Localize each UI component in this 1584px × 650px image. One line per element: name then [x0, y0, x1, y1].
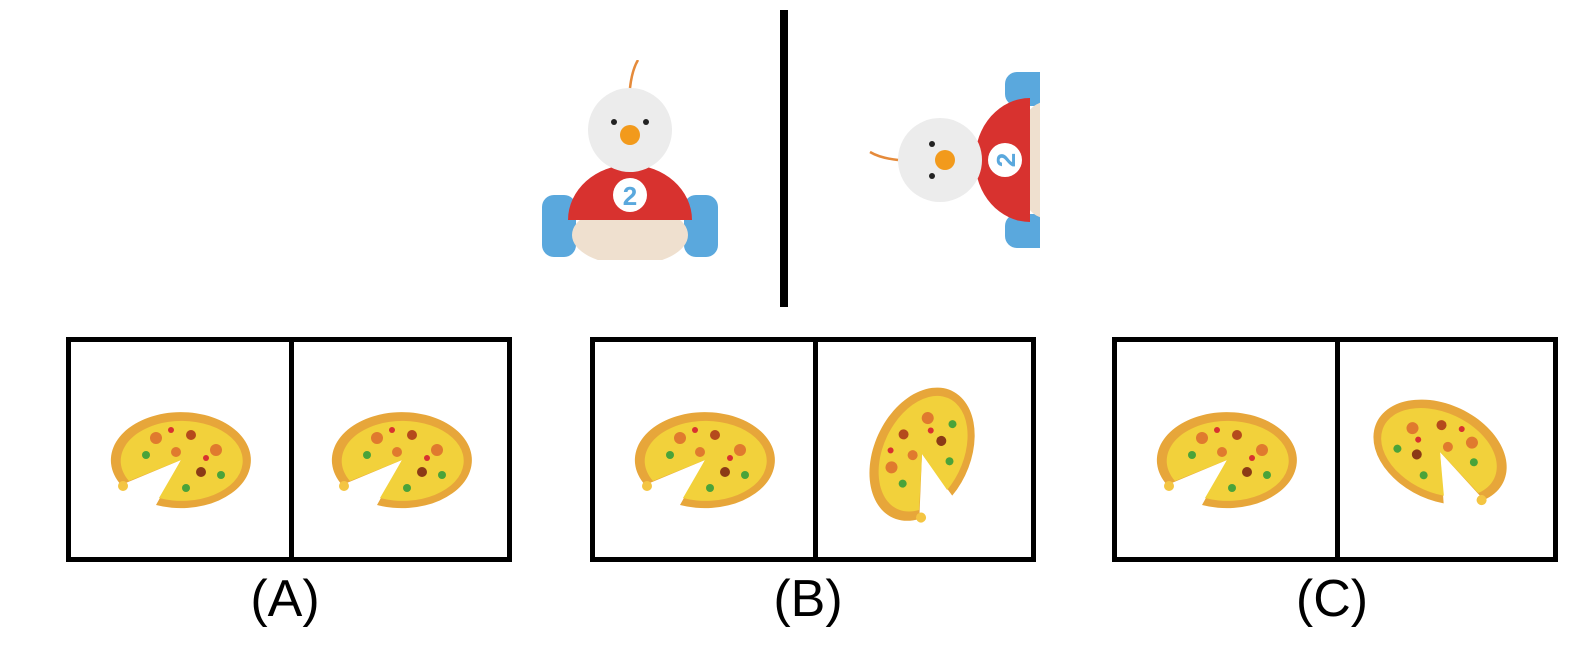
option-a-left-cell: [71, 342, 289, 557]
option-c-left-cell: [1117, 342, 1335, 557]
option-c-label: (C): [1295, 570, 1369, 628]
reference-left-image: [530, 60, 730, 260]
pizza-icon-rotated: [848, 370, 996, 538]
option-b-divider: [813, 342, 818, 557]
pizza-icon: [110, 412, 251, 509]
option-c-divider: [1335, 342, 1340, 557]
option-a-right-cell: [294, 342, 507, 557]
pizza-icon: [331, 412, 472, 509]
pizza-icon: [1156, 412, 1297, 509]
pizza-icon: [634, 412, 775, 509]
option-b-left-cell: [595, 342, 813, 557]
option-b-label: (B): [773, 570, 843, 628]
pizza-icon-flipped: [1356, 379, 1524, 526]
reference-divider: [780, 10, 788, 307]
option-a-divider: [289, 342, 294, 557]
reference-right-image: [840, 60, 1040, 260]
option-a-panel[interactable]: [66, 337, 512, 562]
option-a-label: (A): [250, 570, 320, 628]
option-b-panel[interactable]: [590, 337, 1036, 562]
option-c-panel[interactable]: [1112, 337, 1558, 562]
option-c-right-cell: [1340, 342, 1553, 557]
option-b-right-cell: [818, 342, 1031, 557]
